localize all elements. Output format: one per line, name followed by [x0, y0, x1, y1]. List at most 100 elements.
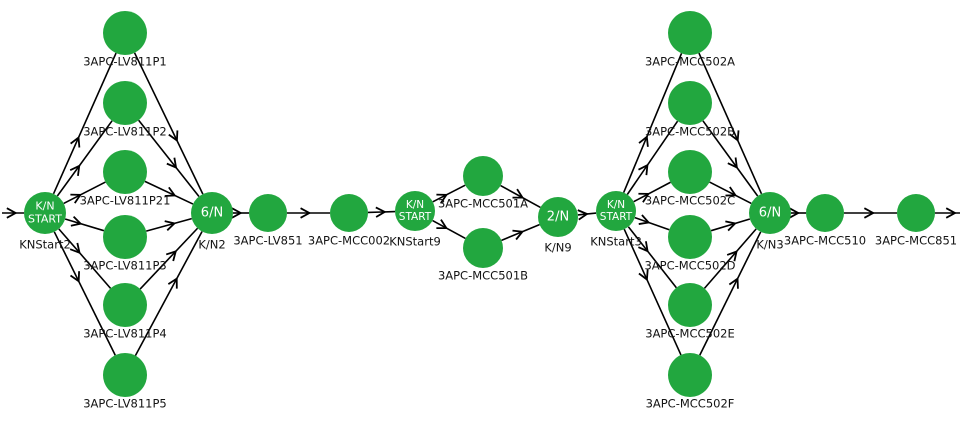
node-circle-mcc502b[interactable]: [668, 81, 712, 125]
node-label-kn3: 6/N: [759, 206, 781, 221]
edge-knstart2-to-lv811p2: [56, 120, 113, 197]
node-label-knstart3: K/N: [607, 199, 625, 211]
node-lv811p2[interactable]: 3APC-LV811P2: [83, 81, 167, 139]
edge-mcc501a-to-kn9: [500, 184, 541, 209]
node-circle-mcc501a[interactable]: [463, 156, 503, 196]
node-circle-mcc502f[interactable]: [668, 353, 712, 397]
edge-arrowhead-icon: [727, 157, 738, 169]
node-caption-lv851: 3APC-LV851: [233, 234, 302, 248]
node-lv811p21[interactable]: 3APC-LV811P21: [80, 150, 171, 208]
node-circle-mcc851[interactable]: [897, 194, 935, 232]
edge-mcc502f-to-kn3: [699, 231, 762, 356]
node-circle-kn9[interactable]: [538, 197, 578, 237]
node-mcc510[interactable]: 3APC-MCC510: [784, 194, 866, 248]
node-caption-knstart9: KNStart9: [389, 235, 441, 249]
edge-lv811p2-to-kn2: [138, 119, 200, 198]
node-caption-lv811p1: 3APC-LV811P1: [83, 55, 167, 69]
node-caption-mcc502e: 3APC-MCC502E: [645, 327, 735, 341]
node-label-kn9: 2/N: [547, 210, 569, 225]
edge-arrowhead-icon: [638, 214, 651, 225]
node-caption-lv811p3: 3APC-LV811P3: [83, 259, 167, 273]
edge-arrowhead-icon: [638, 192, 651, 203]
node-circle-kn3[interactable]: [749, 192, 791, 234]
edge-arrowhead-icon: [69, 242, 81, 255]
edge-arrowhead-icon: [164, 186, 177, 197]
edge-line: [133, 52, 204, 195]
node-lv811p3[interactable]: 3APC-LV811P3: [83, 215, 167, 273]
edge-line: [139, 227, 199, 290]
edge-line: [52, 52, 117, 195]
node-circle-lv811p5[interactable]: [103, 353, 147, 397]
node-circle-kn2[interactable]: [191, 192, 233, 234]
node-caption-kn3: K/N3: [756, 238, 783, 252]
node-caption-mcc851: 3APC-MCC851: [875, 234, 957, 248]
node-kn2[interactable]: 6/NK/N2: [191, 192, 233, 252]
edge-line: [432, 219, 466, 240]
node-circle-mcc510[interactable]: [806, 194, 844, 232]
edge-knstart2-to-lv811p21: [63, 181, 106, 205]
node-mcc501a[interactable]: 3APC-MCC501A: [438, 156, 528, 211]
edge-arrowhead-icon: [436, 219, 449, 229]
edge-mcc502c-to-kn3: [709, 181, 752, 205]
edge-lv811p4-to-kn2: [139, 227, 199, 290]
node-mcc502f[interactable]: 3APC-MCC502F: [646, 353, 735, 411]
node-circle-knstart2[interactable]: [24, 192, 66, 234]
edge-arrowhead-icon: [863, 207, 876, 219]
node-lv851[interactable]: 3APC-LV851: [233, 194, 303, 248]
edge-layer: [2, 52, 960, 356]
node-circle-lv811p2[interactable]: [103, 81, 147, 125]
edge-line: [53, 231, 116, 356]
node-label-knstart9: START: [399, 211, 432, 223]
edge-knstart9-to-mcc501a: [432, 184, 466, 204]
node-circle-mcc502e[interactable]: [668, 283, 712, 327]
edge-arrowhead-icon: [436, 193, 449, 204]
node-circle-lv811p1[interactable]: [103, 11, 147, 55]
edge-mcc851-to-exit_right: [935, 207, 960, 219]
node-mcc502b[interactable]: 3APC-MCC502B: [645, 81, 735, 139]
node-label-knstart3: START: [600, 211, 633, 223]
node-mcc502c[interactable]: 3APC-MCC502C: [645, 150, 735, 208]
node-caption-mcc502a: 3APC-MCC502A: [645, 55, 735, 69]
edge-knstart2-to-lv811p1: [52, 52, 117, 195]
node-circle-mcc502c[interactable]: [668, 150, 712, 194]
node-mcc501b[interactable]: 3APC-MCC501B: [438, 228, 528, 283]
node-circle-lv811p3[interactable]: [103, 215, 147, 259]
node-mcc502d[interactable]: 3APC-MCC502D: [644, 215, 736, 273]
node-lv811p5[interactable]: 3APC-LV811P5: [83, 353, 167, 411]
node-kn3[interactable]: 6/N K/N3: [749, 192, 791, 252]
node-circle-mcc501b[interactable]: [463, 228, 503, 268]
node-circle-knstart9[interactable]: [395, 191, 435, 231]
node-caption-lv811p2: 3APC-LV811P2: [83, 125, 167, 139]
node-mcc502a[interactable]: 3APC-MCC502A: [645, 11, 735, 69]
edge-line: [702, 120, 759, 197]
edge-entry_left-to-knstart2: [2, 207, 24, 219]
node-circle-mcc502d[interactable]: [668, 215, 712, 259]
node-mcc502e[interactable]: 3APC-MCC502E: [645, 283, 735, 341]
edge-line: [699, 231, 762, 356]
node-caption-mcc510: 3APC-MCC510: [784, 234, 866, 248]
node-lv811p4[interactable]: 3APC-LV811P4: [83, 283, 167, 341]
edge-mcc502b-to-kn3: [702, 120, 759, 197]
edge-line: [698, 52, 763, 195]
edge-line: [58, 228, 112, 289]
node-circle-lv811p21[interactable]: [103, 150, 147, 194]
edge-arrowhead-icon: [788, 207, 801, 219]
edge-arrowhead-icon: [167, 277, 178, 289]
edge-arrowhead-icon: [168, 130, 179, 143]
node-mcc851[interactable]: 3APC-MCC851: [875, 194, 957, 248]
node-circle-mcc502a[interactable]: [668, 11, 712, 55]
edge-line: [500, 184, 541, 209]
node-circle-mcc002[interactable]: [330, 194, 368, 232]
node-kn9[interactable]: 2/NK/N9: [538, 197, 578, 255]
edge-arrowhead-icon: [69, 271, 80, 283]
edge-line: [709, 181, 752, 205]
node-caption-mcc502d: 3APC-MCC502D: [644, 259, 735, 273]
node-circle-knstart3[interactable]: [596, 191, 636, 231]
node-circle-lv851[interactable]: [249, 194, 287, 232]
node-lv811p1[interactable]: 3APC-LV811P1: [83, 11, 167, 69]
node-mcc002[interactable]: 3APC-MCC002: [308, 194, 390, 248]
node-circle-lv811p4[interactable]: [103, 283, 147, 327]
